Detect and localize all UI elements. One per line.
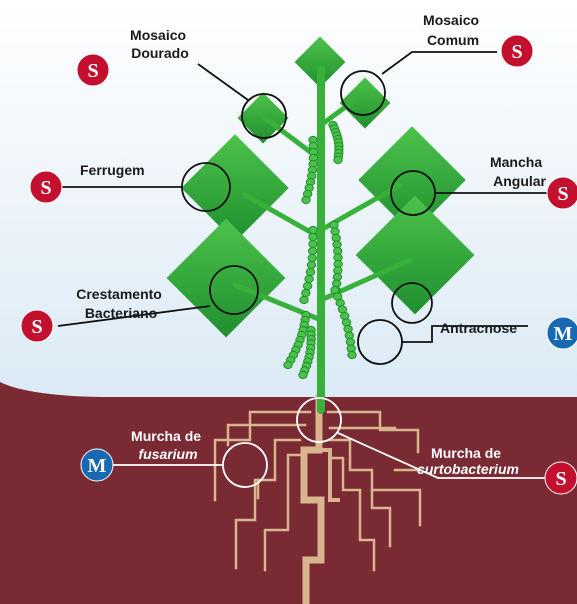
badge-s-mosaico-comum: S [500,34,534,68]
pod-segment [308,246,318,256]
label-ferrugem: Ferrugem [80,162,145,178]
badge-s-mancha-angular: S [546,176,577,210]
svg-text:S: S [555,468,566,490]
pod-segment [302,281,313,291]
badge-s-crestamento-bacteriano: S [20,309,54,343]
badge-m-murcha-fusarium: M [80,448,114,482]
pod-segment [304,274,314,284]
label-murcha-curtobacterium: Murcha de curtobacterium [417,445,519,477]
pod-segment [299,295,309,305]
badge-s-ferrugem: S [29,170,63,204]
badge-s-mosaico-dourado: S [76,53,110,87]
svg-text:S: S [87,60,98,82]
svg-text:M: M [88,455,107,477]
pod-segment [308,232,318,242]
pod-segment [305,267,316,277]
label-murcha-fusarium: Murcha de fusarium [131,428,205,462]
pod-segment [347,350,357,360]
roots [213,394,422,604]
label-mosaico-comum: Mosaico Comum [423,12,483,48]
label-crestamento-bacteriano: Crestamento Bacteriano [76,286,165,321]
pod-segment [283,360,293,370]
label-mancha-angular: Mancha Angular [490,154,547,189]
label-mosaico-dourado: Mosaico Dourado [130,27,190,61]
pod-segment [307,253,317,263]
leader-lines [57,51,548,343]
svg-text:S: S [31,316,42,338]
pod-segment [301,288,311,298]
pod-segment [333,155,343,165]
badge-m-antracnose: M [546,316,577,350]
leader-lines-root [110,432,548,479]
svg-text:S: S [511,41,522,63]
svg-text:M: M [554,323,573,345]
pod-segment [308,225,318,235]
pod-segment [306,260,317,270]
svg-text:S: S [40,177,51,199]
pod-segment [308,239,318,249]
pod-segment [343,324,353,334]
svg-text:S: S [557,183,568,205]
bean-pods [283,120,357,380]
pod-segment [341,318,352,327]
label-antracnose: Antracnose [440,320,517,336]
pod-segment [298,370,308,380]
pod-segment [301,195,311,205]
badge-s-murcha-curtobacterium: S [544,461,577,495]
